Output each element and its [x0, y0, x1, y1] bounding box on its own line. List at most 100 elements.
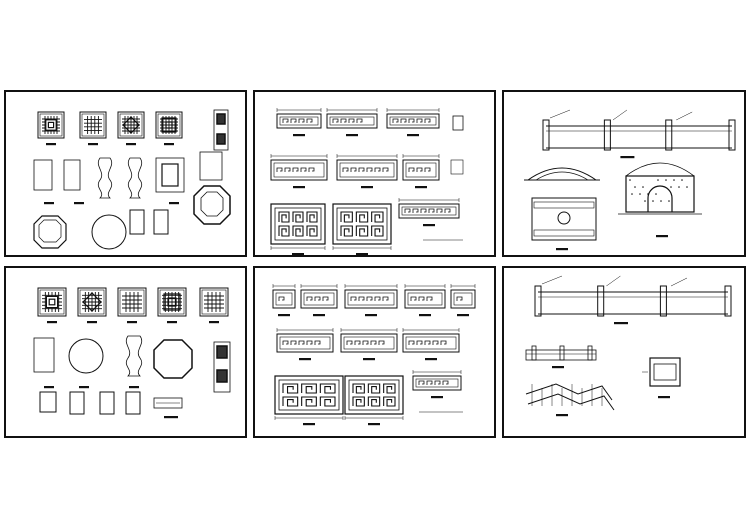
cad-outline: [386, 113, 440, 129]
cad-outline: [155, 157, 185, 193]
cad-outline: [453, 292, 473, 306]
drawing-label-mark: [292, 253, 304, 256]
stone-texture: [652, 200, 654, 202]
key-pattern: [383, 383, 396, 394]
drawing-label-mark: [169, 202, 179, 205]
drawing-label-mark: [346, 134, 358, 137]
key-pattern: [371, 225, 384, 237]
cad-outline: [119, 113, 143, 137]
cad-outline: [129, 209, 145, 235]
key-pattern: [278, 225, 290, 237]
cad-circle: [557, 211, 571, 225]
cad-outline: [270, 203, 326, 245]
stair-railing: [527, 393, 615, 411]
cad-outline: [276, 113, 322, 129]
key-pattern: [352, 383, 365, 394]
key-pattern: [319, 396, 336, 407]
drawing-label-mark: [368, 423, 380, 426]
key-pattern: [352, 396, 365, 407]
octagon-window: [193, 185, 231, 225]
drawing-label-mark: [356, 253, 368, 256]
cad-outline: [402, 159, 440, 181]
drawing-label-mark: [361, 186, 373, 189]
cad-outline: [199, 151, 223, 181]
octagon-window: [153, 339, 193, 379]
cad-outline: [343, 336, 395, 350]
cad-outline: [534, 285, 542, 317]
key-pattern: [383, 396, 396, 407]
cad-outline: [117, 287, 147, 317]
stone-texture: [639, 193, 641, 195]
cad-outline: [625, 175, 695, 213]
key-pattern: [355, 225, 369, 237]
drawing-label-mark: [209, 321, 219, 324]
vase-baluster: [97, 157, 113, 199]
cad-outline: [279, 116, 319, 126]
frieze-pattern: [346, 340, 385, 345]
stone-texture: [642, 186, 644, 188]
stone-texture: [673, 179, 675, 181]
cad-outline: [525, 349, 597, 361]
vase-baluster: [125, 335, 143, 377]
key-pattern: [367, 396, 381, 407]
drawing-label-mark: [365, 314, 377, 317]
key-pattern: [282, 396, 299, 407]
cad-outline: [665, 119, 673, 151]
cad-outline: [275, 292, 293, 306]
cad-outline: [531, 345, 537, 361]
cad-outline: [728, 119, 736, 151]
panel-6: [502, 266, 746, 438]
cad-outline: [274, 207, 322, 241]
drawing-label-mark: [656, 235, 668, 238]
cad-outline: [45, 119, 57, 131]
cad-outline: [216, 345, 228, 359]
stone-texture: [634, 186, 636, 188]
stone-texture: [629, 179, 631, 181]
cad-outline: [404, 289, 446, 309]
cad-outline: [326, 113, 378, 129]
arch-bridge: [527, 167, 597, 181]
cad-circle: [68, 338, 104, 374]
cad-path: [122, 116, 140, 134]
drawing-label-mark: [126, 143, 136, 146]
stone-texture: [647, 193, 649, 195]
stair-railing: [525, 383, 613, 401]
drawing-label-mark: [407, 134, 419, 137]
cad-outline: [33, 159, 53, 191]
cad-outline: [276, 333, 334, 353]
cad-circle: [91, 214, 127, 250]
cad-outline: [213, 341, 231, 393]
cad-outline: [117, 111, 145, 139]
key-pattern: [340, 225, 353, 237]
cad-outline: [216, 133, 226, 145]
drawing-label-mark: [164, 143, 174, 146]
stone-texture: [670, 186, 672, 188]
cad-outline: [213, 109, 229, 151]
wall-cap: [625, 162, 695, 177]
cad-outline: [402, 333, 460, 353]
cad-outline: [336, 207, 388, 241]
stone-texture: [678, 186, 680, 188]
moon-gate-opening: [647, 185, 673, 212]
cad-outline: [603, 119, 611, 151]
cad-outline: [155, 111, 183, 139]
drawing-label-mark: [363, 358, 375, 361]
octagon-window: [200, 191, 224, 217]
drawing-label-mark: [431, 396, 443, 399]
drawing-label-mark: [425, 358, 437, 361]
cad-outline: [653, 363, 677, 381]
drawing-label-mark: [556, 414, 568, 417]
cad-outline: [216, 113, 226, 125]
drawing-label-mark: [556, 248, 568, 251]
drawing-label-mark: [293, 186, 305, 189]
cad-outline: [336, 159, 398, 181]
drawing-label-mark: [44, 202, 54, 205]
stone-texture: [668, 200, 670, 202]
drawing-label-mark: [658, 396, 670, 399]
cad-outline: [39, 113, 63, 137]
cad-outline: [119, 289, 145, 315]
panel-3: [502, 90, 746, 257]
cad-outline: [37, 287, 67, 317]
